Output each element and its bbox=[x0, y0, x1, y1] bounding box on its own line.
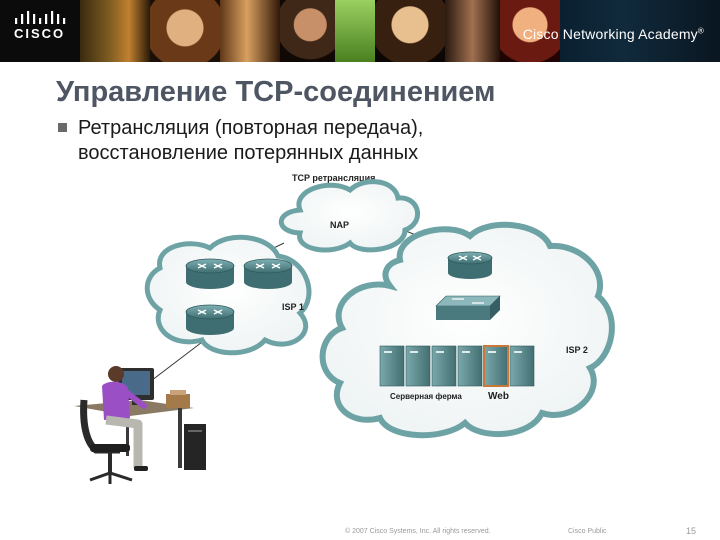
server-icon bbox=[509, 345, 535, 387]
server-icon bbox=[457, 345, 483, 387]
web-server-icon bbox=[483, 345, 509, 387]
nap-label: NAP bbox=[330, 220, 349, 230]
isp2-label: ISP 2 bbox=[566, 345, 588, 355]
academy-text: Cisco Networking Academy bbox=[522, 26, 698, 42]
cisco-wordmark: CISCO bbox=[14, 26, 66, 41]
router-icon bbox=[185, 258, 235, 289]
banner-photo-9 bbox=[560, 0, 720, 62]
isp1-label: ISP 1 bbox=[282, 302, 304, 312]
router-icon bbox=[243, 258, 293, 289]
router-icon bbox=[185, 304, 235, 335]
bullet-item: Ретрансляция (повторная передача), восст… bbox=[58, 116, 558, 166]
trademark-mark: ® bbox=[697, 26, 704, 36]
banner-photo-5 bbox=[335, 0, 375, 62]
banner-photo-6 bbox=[375, 0, 445, 62]
network-diagram: TCP ретрансляция NAP ISP 1 ISP 2 bbox=[74, 173, 615, 484]
workstation bbox=[74, 366, 206, 484]
diagram-caption: TCP ретрансляция bbox=[292, 173, 375, 183]
server-icon bbox=[379, 345, 405, 387]
router-icon bbox=[447, 251, 493, 279]
isp1-cloud bbox=[144, 234, 312, 356]
banner-photo-4 bbox=[280, 0, 335, 62]
web-label: Web bbox=[488, 391, 509, 402]
banner-photo-2 bbox=[150, 0, 220, 62]
header-banner: CISCO Cisco Networking Academy® bbox=[0, 0, 720, 62]
bullet-line-1: Ретрансляция (повторная передача), bbox=[78, 117, 424, 139]
computer-tower-icon bbox=[184, 424, 206, 470]
academy-title: Cisco Networking Academy® bbox=[523, 26, 704, 42]
server-icon bbox=[431, 345, 457, 387]
cisco-logo-icon bbox=[15, 11, 66, 24]
page-number: 15 bbox=[686, 526, 697, 536]
office-chair-icon bbox=[80, 399, 133, 484]
server-farm-label: Серверная ферма bbox=[390, 392, 462, 401]
person-icon bbox=[102, 366, 148, 471]
banner-photo-3 bbox=[220, 0, 280, 62]
bullet-square-icon bbox=[58, 123, 67, 132]
nap-cloud bbox=[278, 179, 421, 253]
banner-photo-8 bbox=[500, 0, 560, 62]
footer-copyright: © 2007 Cisco Systems, Inc. All rights re… bbox=[345, 528, 491, 535]
server-farm bbox=[379, 345, 535, 387]
banner-photo-1 bbox=[80, 0, 150, 62]
server-icon bbox=[405, 345, 431, 387]
footer-classification: Cisco Public bbox=[568, 528, 607, 535]
slide-title: Управление TCP-соединением bbox=[56, 76, 496, 108]
bullet-line-2: восстановление потерянных данных bbox=[78, 142, 419, 164]
switch-icon bbox=[435, 295, 501, 320]
banner-photo-7 bbox=[445, 0, 500, 62]
printer-icon bbox=[166, 390, 190, 408]
